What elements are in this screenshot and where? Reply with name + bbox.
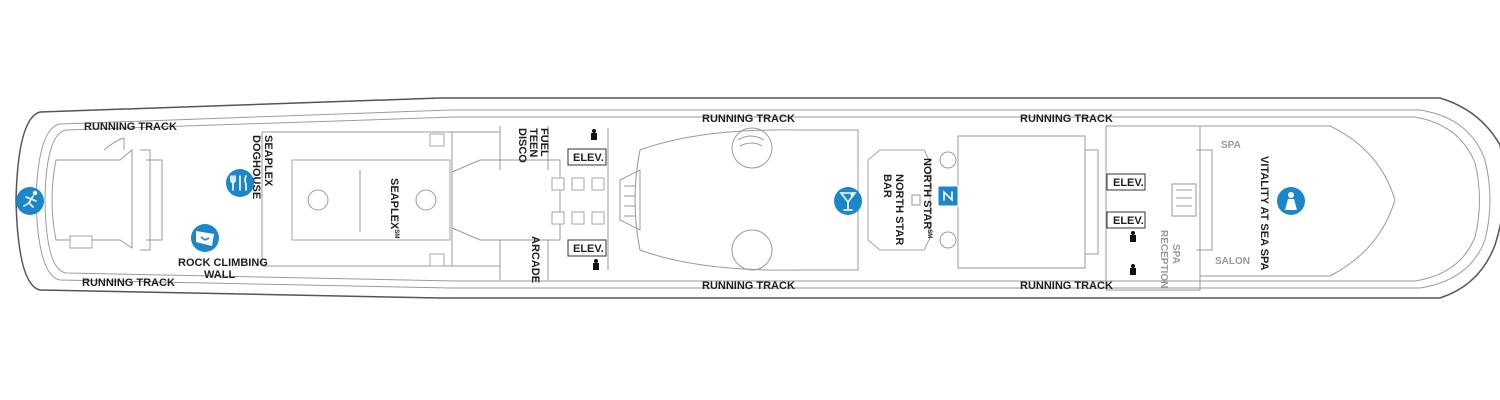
spa-outline	[1105, 125, 1396, 291]
restroom-icon	[1130, 264, 1136, 275]
spa-reception-label-2: RECEPTION	[1158, 230, 1169, 288]
salon-label: SALON	[1215, 256, 1250, 267]
seating-grid	[551, 177, 605, 225]
stair-fwd-bottom	[429, 253, 445, 267]
running-track-label: RUNNING TRACK	[82, 277, 175, 289]
elevator-aft-bottom	[1106, 211, 1146, 229]
elevator-label: ELEV.	[573, 152, 604, 164]
fuel-label-2: TEEN	[527, 128, 539, 157]
atrium-outline	[634, 129, 859, 271]
seaplex-doghouse-label-1: SEAPLEX	[262, 135, 274, 187]
restroom-icon	[1130, 231, 1136, 242]
elevator-label: ELEV.	[1113, 177, 1144, 189]
running-track-label: RUNNING TRACK	[702, 280, 795, 292]
aft-stair	[103, 137, 125, 151]
atrium-stair-top	[737, 135, 765, 147]
arcade-area	[451, 159, 561, 241]
fuel-walls	[499, 126, 609, 280]
north-star-mark: SM	[926, 229, 932, 238]
dining-icon	[226, 169, 254, 197]
spa-wall	[1196, 149, 1213, 251]
stair-spiral	[939, 151, 957, 169]
running-track-label: RUNNING TRACK	[702, 113, 795, 125]
restroom-icon	[591, 129, 597, 140]
spa-stairs	[1171, 183, 1197, 217]
north-star-bar-label-2: BAR	[881, 174, 893, 198]
court-lines	[307, 170, 437, 232]
hull-outline	[15, 97, 1500, 299]
elevator-aft-top	[1106, 173, 1146, 191]
aft-structure	[51, 148, 133, 249]
running-track-label: RUNNING TRACK	[1020, 280, 1113, 292]
seaplex-name: SEAPLEX	[388, 178, 400, 230]
vitality-label: VITALITY AT SEA SPA	[1258, 156, 1270, 271]
running-track-label: RUNNING TRACK	[1020, 113, 1113, 125]
elevator-label: ELEV.	[1113, 215, 1144, 227]
fuel-label-3: DISCO	[516, 128, 528, 163]
seaplex-label: SEAPLEXSM	[388, 178, 400, 238]
north-star-name: NORTH STAR	[921, 158, 933, 229]
spa-icon	[1277, 187, 1305, 215]
fuel-label-1: FUEL	[538, 128, 550, 157]
cocktail-icon	[834, 187, 862, 215]
forward-hall	[957, 135, 1099, 269]
running-track-label: RUNNING TRACK	[84, 121, 177, 133]
elevator-fwd-top	[567, 148, 607, 166]
aft-wall	[140, 149, 163, 251]
track-inner	[44, 116, 1480, 282]
elevator-fwd-bottom	[567, 239, 607, 257]
spa-label: SPA	[1221, 140, 1241, 151]
spa-reception-label-1: SPA	[1170, 244, 1181, 264]
aft-vent	[69, 235, 93, 249]
jogging-icon	[16, 187, 44, 215]
rock-climbing-label-1: ROCK CLIMBING	[178, 257, 268, 269]
pool-top	[731, 127, 773, 169]
climbing-wall-icon	[191, 224, 219, 252]
elevator-label: ELEV.	[573, 243, 604, 255]
rock-climbing-label-2: WALL	[204, 269, 235, 281]
atrium-stairs	[619, 169, 641, 231]
stair-spiral	[939, 231, 957, 249]
seaplex-court	[291, 159, 451, 241]
north-star-bar-label-1: NORTH STAR	[893, 174, 905, 245]
arcade-label: ARCADE	[529, 236, 541, 283]
north-star-base	[911, 194, 921, 206]
north-star-label: NORTH STARSM	[921, 158, 933, 238]
pool-bottom	[731, 229, 773, 271]
restroom-icon	[593, 259, 599, 270]
north-star-icon	[937, 185, 959, 207]
stair-fwd-top	[429, 133, 445, 147]
seaplex-mark: SM	[393, 229, 399, 238]
north-star-bar-room	[867, 149, 931, 251]
seaplex-walls	[261, 131, 500, 267]
